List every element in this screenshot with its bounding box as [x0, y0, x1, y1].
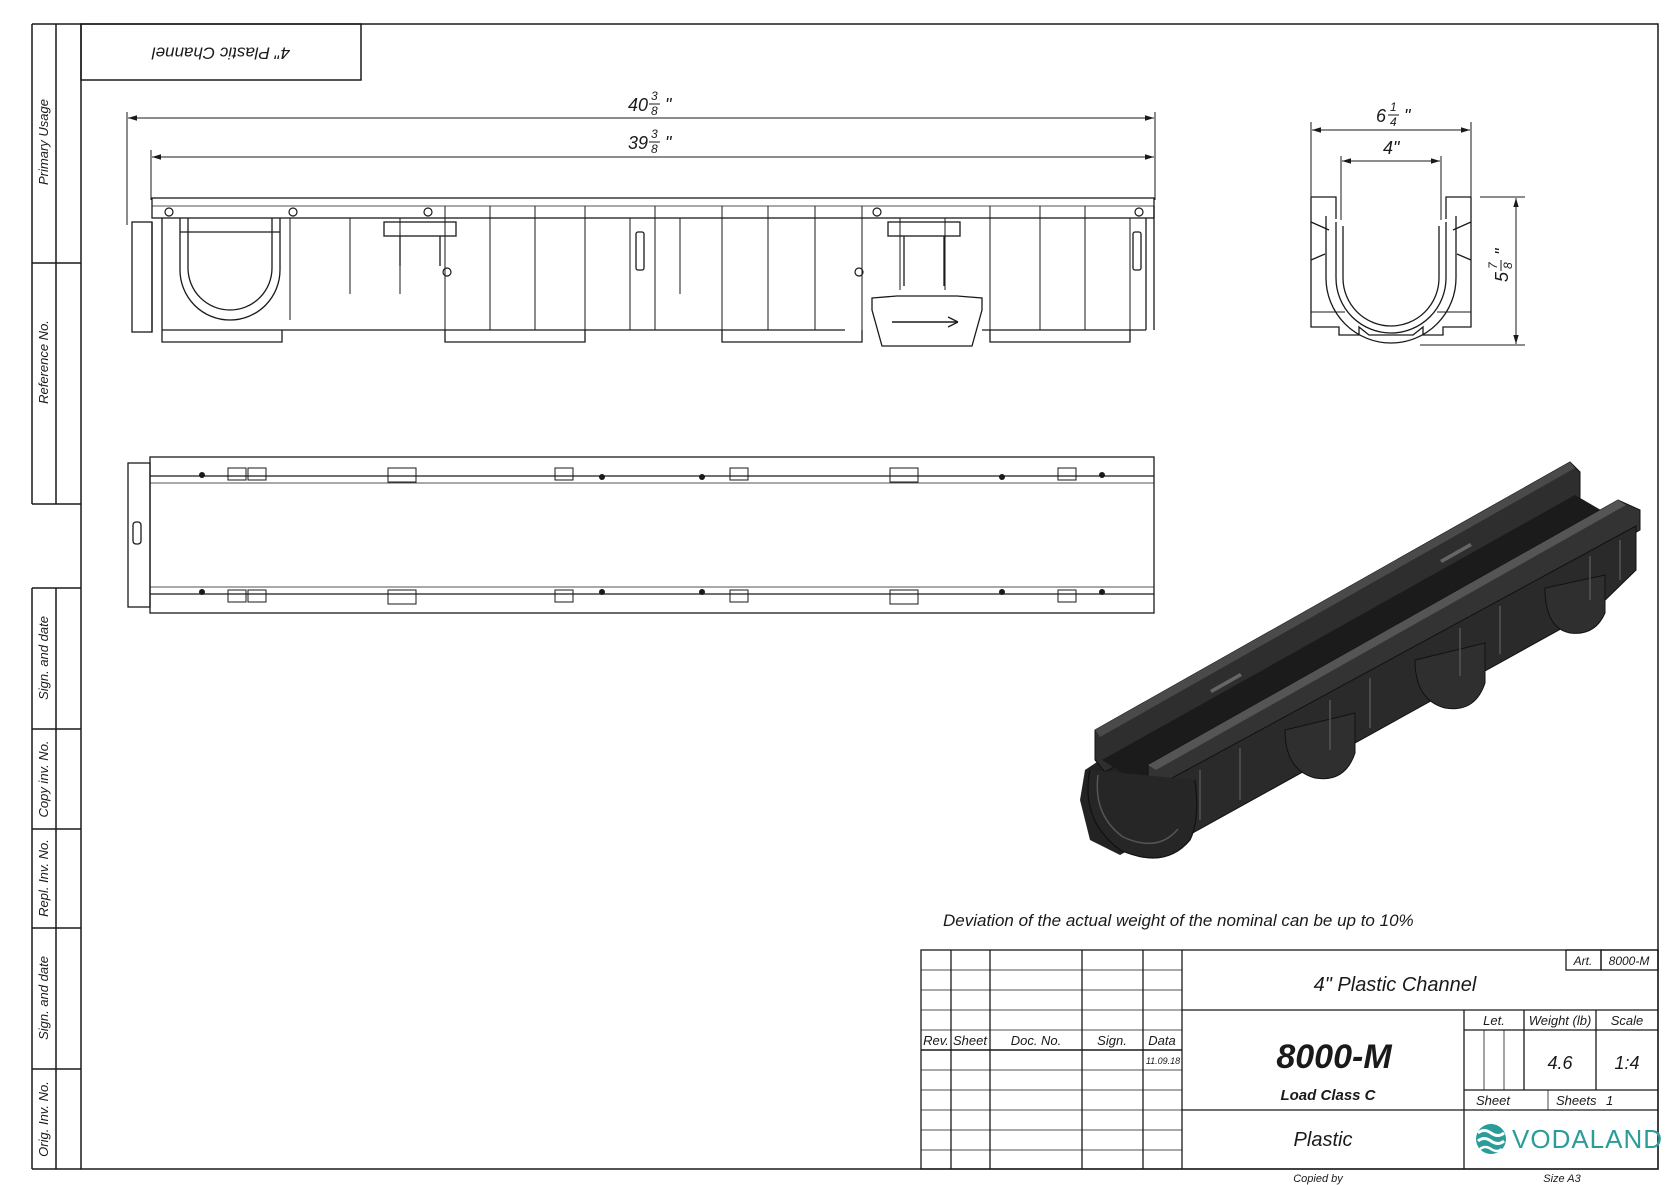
vodaland-wave-icon [1476, 1124, 1506, 1154]
dimension-labels-section: 6 1 4 " 4" 5 7 8 " [1376, 100, 1515, 282]
side-labels: Primary Usage Reference No. Sign. and da… [36, 99, 51, 1157]
dim-height-unit: " [1492, 247, 1512, 255]
dimension-labels-length: 40 3 8 " 39 3 8 " [628, 89, 673, 156]
dim-width-den: 4 [1390, 115, 1397, 129]
dim-inner-unit: " [665, 133, 673, 153]
let-label: Let. [1483, 1013, 1505, 1028]
sheets-value: 1 [1606, 1093, 1613, 1108]
product-code: 8000-M [1276, 1038, 1392, 1076]
corner-label: 4" Plastic Channel [151, 44, 291, 63]
side-elevation-view [131, 197, 1155, 347]
label-primary-usage: Primary Usage [36, 99, 51, 185]
label-sign-date-1: Sign. and date [36, 616, 51, 700]
scale-label: Scale [1611, 1013, 1644, 1028]
dimension-width [1310, 122, 1525, 346]
weight-label: Weight (lb) [1529, 1013, 1592, 1028]
dim-overall-num: 3 [651, 89, 658, 103]
art-label: Art. [1573, 954, 1593, 968]
col-sheet: Sheet [953, 1033, 988, 1048]
corner-label-box: 4" Plastic Channel [80, 23, 362, 81]
dim-inner-num: 3 [651, 127, 658, 141]
material: Plastic [1294, 1129, 1353, 1151]
col-sign: Sign. [1097, 1033, 1127, 1048]
weight-value: 4.6 [1547, 1053, 1573, 1073]
label-orig-inv-no: Orig. Inv. No. [36, 1081, 51, 1157]
copied-by: Copied by [1293, 1173, 1344, 1185]
dim-height-num: 7 [1486, 261, 1500, 269]
dimension-overall-length [126, 112, 1156, 225]
label-reference-no: Reference No. [36, 320, 51, 404]
sheets-label: Sheets [1556, 1093, 1597, 1108]
sheet-label: Sheet [1476, 1093, 1511, 1108]
col-doc-no: Doc. No. [1011, 1033, 1062, 1048]
dim-width-num: 1 [1390, 100, 1397, 114]
isometric-view [1080, 461, 1641, 859]
dim-opening: 4" [1383, 138, 1401, 158]
dim-inner-den: 8 [651, 142, 658, 156]
plan-view [127, 456, 1155, 614]
vodaland-logo: VODALAND [1476, 1124, 1663, 1154]
weight-deviation-note: Deviation of the actual weight of the no… [943, 911, 1414, 930]
end-section-view [1310, 196, 1472, 344]
sheet-frame [31, 23, 1659, 1170]
label-sign-date-2: Sign. and date [36, 956, 51, 1040]
drawing-date: 11.09.18 [1146, 1056, 1180, 1066]
art-value: 8000-M [1609, 954, 1650, 968]
brand-name: VODALAND [1512, 1124, 1663, 1154]
label-copy-inv-no: Copy inv. No. [36, 740, 51, 817]
dim-overall-unit: " [665, 95, 673, 115]
drawing-title: 4" Plastic Channel [1314, 974, 1477, 996]
dim-height-den: 8 [1501, 262, 1515, 269]
dim-height-whole: 5 [1492, 271, 1512, 282]
dim-width-unit: " [1404, 106, 1412, 126]
label-repl-inv-no: Repl. Inv. No. [36, 839, 51, 917]
title-block-text: Art. 8000-M 4" Plastic Channel Rev. Shee… [923, 954, 1649, 1185]
scale-value: 1:4 [1614, 1053, 1639, 1073]
title-block [920, 949, 1659, 1170]
dim-width-whole: 6 [1376, 106, 1387, 126]
load-class: Load Class C [1280, 1087, 1376, 1104]
dim-overall-den: 8 [651, 104, 658, 118]
col-rev: Rev. [923, 1033, 949, 1048]
dim-inner-whole: 39 [628, 133, 648, 153]
dim-overall-whole: 40 [628, 95, 648, 115]
sheet-size: Size A3 [1543, 1173, 1581, 1185]
col-data: Data [1148, 1033, 1175, 1048]
